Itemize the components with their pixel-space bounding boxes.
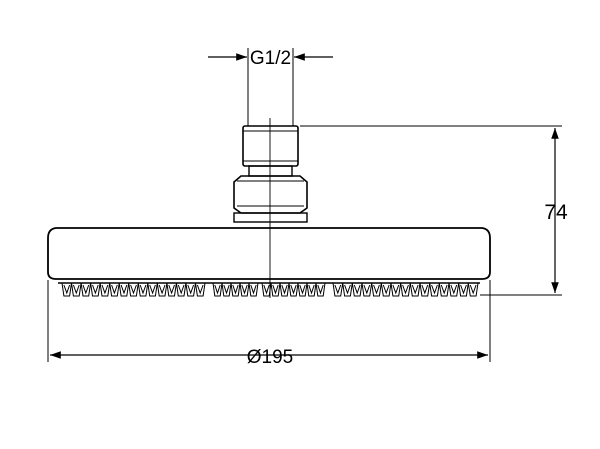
connector-assembly bbox=[233, 125, 308, 223]
nozzle-group bbox=[212, 282, 259, 297]
connector-base-ring bbox=[233, 212, 308, 223]
connector-top-nut bbox=[242, 125, 299, 167]
nozzle-group bbox=[261, 282, 326, 297]
nozzle-row bbox=[61, 282, 479, 297]
diameter-dimension-label: Ø195 bbox=[247, 347, 293, 368]
thread-dimension-label: G1/2 bbox=[250, 48, 291, 69]
diameter-dimension: Ø195 bbox=[47, 280, 491, 368]
height-dimension-label: 74 bbox=[544, 201, 568, 224]
nozzle-group bbox=[61, 282, 206, 297]
shower-plate-body bbox=[47, 227, 491, 280]
nozzle-group bbox=[332, 282, 479, 297]
connector-neck bbox=[248, 165, 293, 177]
height-dimension: 74 bbox=[300, 125, 568, 296]
connector-ball-joint bbox=[233, 175, 308, 214]
thread-dimension: G1/2 bbox=[208, 48, 333, 126]
